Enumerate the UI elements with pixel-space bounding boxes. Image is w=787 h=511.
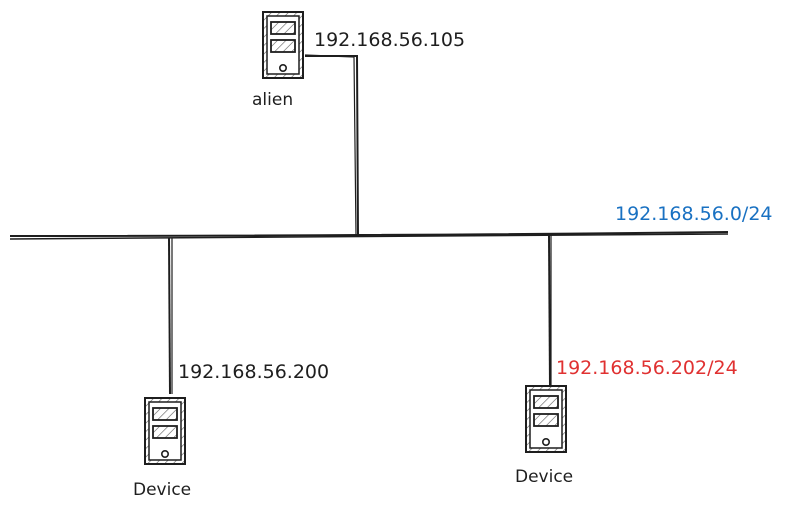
- alien-server-icon: [262, 11, 304, 79]
- device-right-connector: [548, 234, 552, 387]
- device-left-server-icon: [144, 397, 186, 465]
- alien-ip-label: 192.168.56.105: [314, 29, 466, 51]
- network-bus: [9, 231, 729, 240]
- device-right-name-label: Device: [515, 467, 574, 487]
- subnet-label: 192.168.56.0/24: [615, 203, 773, 225]
- device-right-ip-label: 192.168.56.202/24: [556, 357, 738, 379]
- alien-name-label: alien: [252, 90, 294, 110]
- device-left-ip-label: 192.168.56.200: [178, 361, 330, 383]
- device-left-name-label: Device: [133, 480, 192, 500]
- device-left-connector: [168, 237, 173, 395]
- alien-connector: [304, 54, 359, 237]
- device-right-server-icon: [525, 385, 567, 453]
